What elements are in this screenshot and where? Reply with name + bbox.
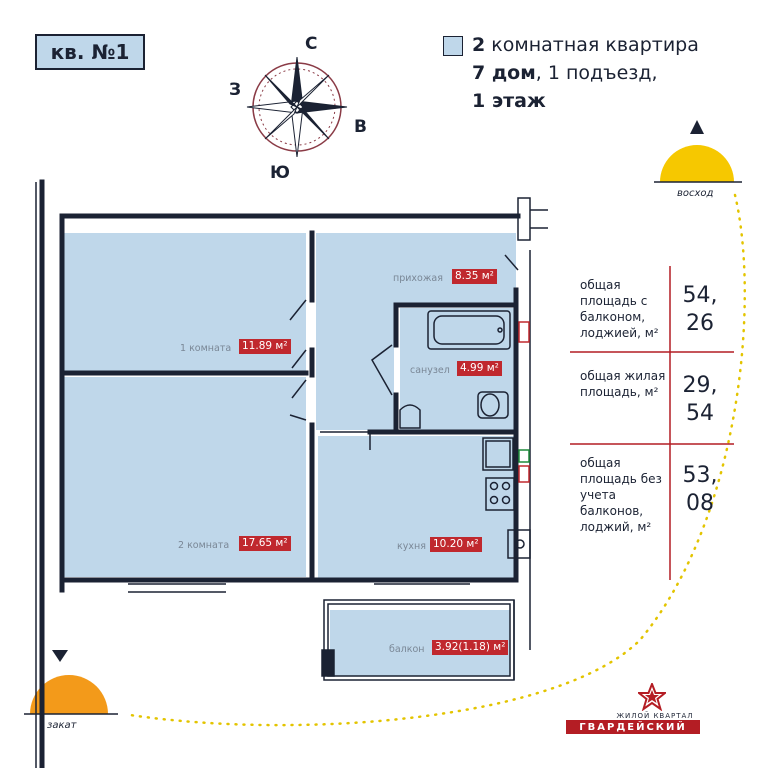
stats-table-lines [570,266,734,580]
area-tag-hall: 8.35 м² [452,269,497,284]
area-tag-kitchen: 10.20 м² [430,537,482,552]
area-tag-room2: 17.65 м² [239,536,291,551]
sunrise-icon [654,120,742,183]
stat-value-living: 29,54 [682,373,718,426]
room-label-bathroom: санузел [410,365,450,376]
stat-value-total-without-balcony: 53,08 [682,463,718,516]
compass-east: В [354,117,367,137]
compass-south: Ю [270,163,290,183]
logo-name: ГВАРДЕЙСКИЙ [566,720,700,734]
legend-house: 7 дом, 1 подъезд, [472,62,658,84]
star-logo-icon [638,683,666,711]
room-label-hall: прихожая [393,273,443,284]
logo-subtitle: ЖИЛОЙ КВАРТАЛ [616,712,694,720]
room-label-balcony: балкон [389,644,425,655]
compass-north: С [305,34,318,54]
stat-label-total-with-balcony: общая площадь с балконом, лоджией, м² [580,278,659,340]
area-tag-bathroom: 4.99 м² [457,361,502,376]
stat-label-total-without-balcony: общая площадь без учета балконов, лоджий… [580,456,662,534]
room-label-kitchen: кухня [397,541,426,552]
legend-rooms: 2 комнатная квартира [472,34,699,56]
hall-fill-lower [316,300,394,430]
area-tag-room1: 11.89 м² [239,339,291,354]
room-label-room1: 1 комната [180,343,232,354]
room-label-room2: 2 комната [178,540,230,551]
sunset-icon [24,650,118,715]
hall-fill [316,233,516,303]
area-tag-balcony: 3.92(1.18) м² [432,640,509,655]
sunrise-caption: восход [677,188,714,199]
legend-floor: 1 этаж [472,90,546,112]
apartment-badge: кв. №1 [35,34,145,70]
compass-west: З [229,80,242,100]
stat-label-living: общая жилая площадь, м² [580,369,666,399]
stat-value-total-with-balcony: 54,26 [682,283,718,336]
sunset-caption: закат [47,720,77,731]
compass [246,56,348,158]
legend-swatch [443,36,463,56]
